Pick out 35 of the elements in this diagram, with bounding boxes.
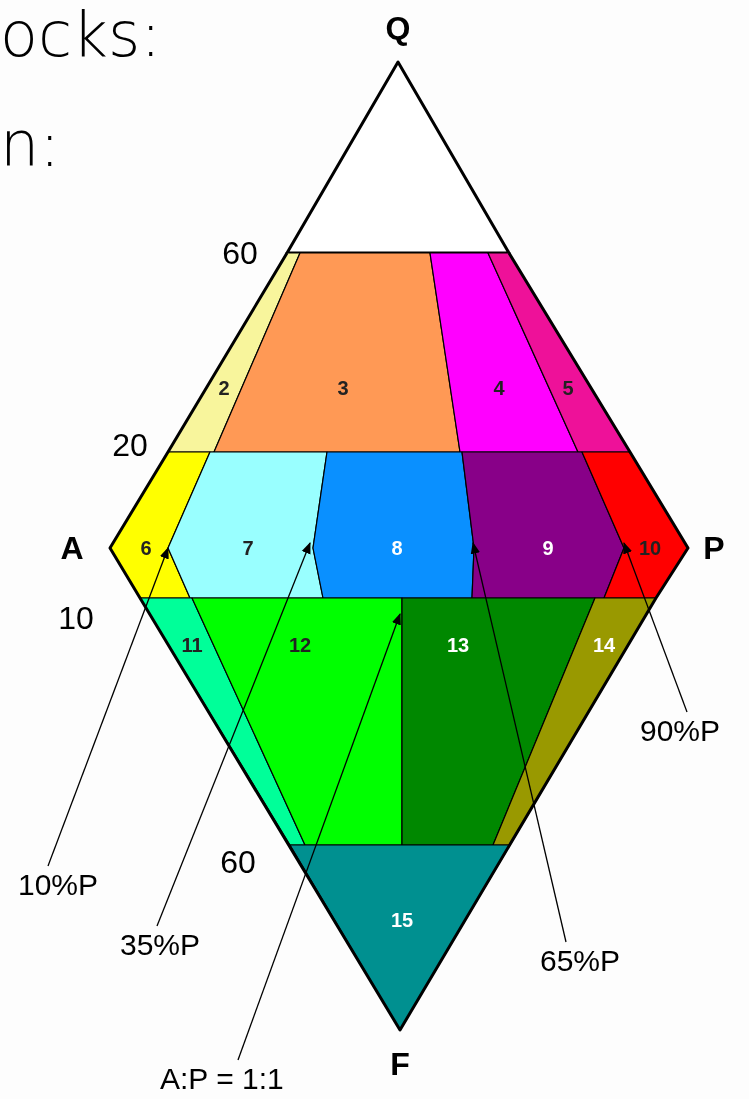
field-number: 2 [218, 377, 230, 399]
field-number: 3 [337, 377, 349, 399]
scale-value: 60 [222, 235, 258, 271]
field-number: 8 [391, 537, 403, 559]
leader-line [470, 541, 567, 943]
leader-text: 10%P [18, 868, 99, 901]
field-number: 10 [638, 537, 662, 559]
field-number: 14 [592, 634, 616, 656]
scale-value: 60 [220, 844, 256, 880]
apex-label: P [703, 530, 725, 566]
leader-line [623, 541, 688, 713]
scale-value: 20 [112, 427, 148, 463]
leader-text: A:P = 1:1 [160, 1062, 284, 1095]
leader-line [237, 612, 401, 1061]
heading-text: n: [0, 110, 61, 180]
empty-triangle-field [285, 60, 511, 255]
apex-label: A [60, 530, 84, 566]
field-number: 13 [446, 634, 470, 656]
apex-label: Q [385, 10, 411, 46]
leader-line [156, 541, 311, 927]
field-number: 12 [288, 634, 312, 656]
field-number: 15 [390, 909, 414, 931]
apex-label: F [390, 1046, 410, 1082]
field-number: 5 [562, 377, 574, 399]
heading-text: ocks: [0, 0, 162, 70]
field-number: 11 [181, 634, 203, 656]
field-number: 9 [542, 537, 554, 559]
field-number: 7 [242, 537, 254, 559]
field-number: 6 [140, 537, 152, 559]
leader-text: 65%P [540, 944, 621, 977]
leader-text: 90%P [640, 714, 721, 747]
leader-text: 35%P [120, 928, 201, 961]
scale-value: 10 [58, 600, 94, 636]
field-number: 4 [493, 377, 505, 399]
leader-line [47, 546, 169, 867]
